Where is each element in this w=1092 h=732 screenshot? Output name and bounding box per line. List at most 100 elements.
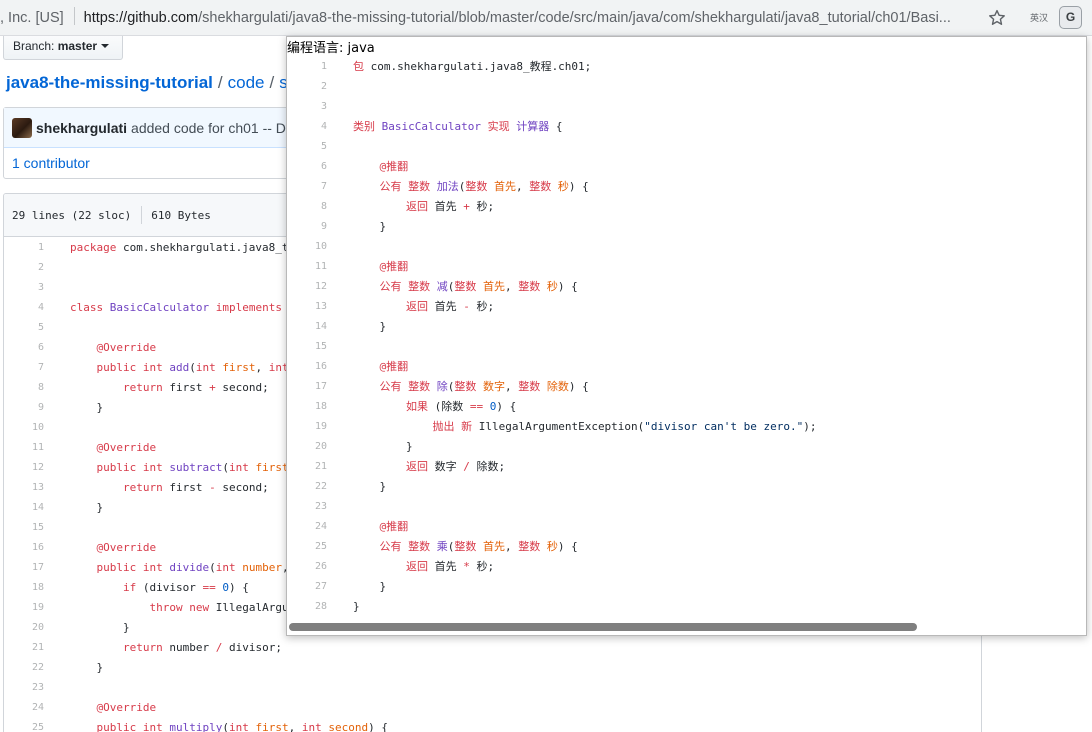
line-number[interactable]: 8 (320, 201, 327, 212)
line-number[interactable]: 11 (314, 261, 327, 272)
line-number[interactable]: 2 (320, 81, 327, 92)
profile-icon[interactable]: G (1059, 6, 1082, 29)
breadcrumb-code-link[interactable]: code (227, 73, 265, 92)
code-token (353, 420, 432, 433)
code-token: ); (803, 420, 817, 433)
line-number[interactable]: 15 (31, 522, 44, 533)
code-token: public (96, 561, 137, 574)
code-line: 15 (4, 518, 981, 538)
line-number[interactable]: 3 (320, 101, 327, 112)
line-number[interactable]: 18 (314, 401, 327, 412)
contributors-link[interactable]: 1 contributor (12, 155, 90, 171)
line-number[interactable]: 7 (37, 362, 44, 373)
line-number[interactable]: 17 (31, 562, 44, 573)
line-number[interactable]: 18 (31, 582, 44, 593)
code-token: IllegalArgumentException( (472, 420, 645, 433)
line-number[interactable]: 24 (314, 521, 327, 532)
line-number[interactable]: 9 (320, 221, 327, 232)
star-icon[interactable] (987, 8, 1007, 28)
line-number[interactable]: 11 (31, 442, 44, 453)
line-number[interactable]: 22 (314, 481, 327, 492)
line-number[interactable]: 12 (31, 462, 44, 473)
line-number[interactable]: 1 (320, 61, 327, 72)
code-token: + (463, 200, 470, 213)
code-token: } (353, 440, 413, 453)
breadcrumb-src-link[interactable]: s (279, 73, 288, 92)
code-line: 12 public int subtract(int first (4, 458, 981, 478)
line-number[interactable]: 24 (31, 702, 44, 713)
code-token (353, 260, 380, 273)
line-number[interactable]: 17 (314, 381, 327, 392)
line-number[interactable]: 16 (31, 542, 44, 553)
line-number[interactable]: 20 (31, 622, 44, 633)
omnibox[interactable]: , Inc. [US]https://github.com/shekhargul… (0, 0, 951, 36)
code-token (353, 200, 406, 213)
line-number[interactable]: 27 (314, 581, 327, 592)
code-text: } (353, 437, 413, 457)
line-number[interactable]: 8 (37, 382, 44, 393)
line-number[interactable]: 10 (31, 422, 44, 433)
translated-code-line: 9 } (287, 217, 1086, 237)
code-token: BasicCalculator (109, 301, 210, 314)
line-number[interactable]: 26 (314, 561, 327, 572)
code-token: 包 (353, 60, 364, 73)
line-number[interactable]: 9 (37, 402, 44, 413)
line-number[interactable]: 28 (314, 601, 327, 612)
commit-message[interactable]: added code for ch01 -- De (131, 120, 294, 136)
code-token (430, 280, 437, 293)
code-token: } (70, 401, 104, 414)
line-number[interactable]: 12 (314, 281, 327, 292)
avatar[interactable] (12, 118, 32, 138)
code-token (540, 280, 547, 293)
translate-extension-icon[interactable]: 英汉 (1030, 14, 1049, 24)
line-number[interactable]: 23 (31, 682, 44, 693)
line-number[interactable]: 3 (37, 282, 44, 293)
line-number[interactable]: 19 (314, 421, 327, 432)
line-number[interactable]: 4 (320, 121, 327, 132)
code-token (353, 540, 380, 553)
code-text: @推翻 (353, 157, 409, 177)
line-number[interactable]: 5 (320, 141, 327, 152)
line-number[interactable]: 25 (31, 722, 44, 732)
line-number[interactable]: 13 (314, 301, 327, 312)
scrollbar-thumb[interactable] (289, 623, 917, 631)
line-number[interactable]: 6 (320, 161, 327, 172)
line-number[interactable]: 23 (314, 501, 327, 512)
line-number[interactable]: 14 (31, 502, 44, 513)
line-number[interactable]: 6 (37, 342, 44, 353)
code-token: { (549, 120, 563, 133)
line-number[interactable]: 7 (320, 181, 327, 192)
line-number[interactable]: 22 (31, 662, 44, 673)
line-number[interactable]: 21 (314, 461, 327, 472)
line-number[interactable]: 14 (314, 321, 327, 332)
line-number[interactable]: 10 (314, 241, 327, 252)
line-number[interactable]: 19 (31, 602, 44, 613)
code-text: class BasicCalculator implements (70, 298, 282, 318)
line-number[interactable]: 1 (37, 242, 44, 253)
code-line: 23 (4, 678, 981, 698)
breadcrumb-repo-link[interactable]: java8-the-missing-tutorial (6, 73, 213, 92)
line-number[interactable]: 21 (31, 642, 44, 653)
commit-author[interactable]: shekhargulati (36, 120, 128, 136)
code-text: 抛出 新 IllegalArgumentException("divisor c… (353, 417, 817, 437)
code-text: package com.shekhargulati.java8_t (70, 238, 289, 258)
code-token (70, 701, 97, 714)
code-token (70, 721, 97, 732)
ev-certificate-org[interactable]: , Inc. [US] (0, 10, 64, 26)
branch-selector-button[interactable]: Branch: master (3, 36, 123, 60)
line-number[interactable]: 15 (314, 341, 327, 352)
code-token: public (96, 721, 137, 732)
code-token (430, 540, 437, 553)
line-number[interactable]: 13 (31, 482, 44, 493)
code-token: ) { (568, 180, 589, 193)
line-number[interactable]: 4 (37, 302, 44, 313)
code-token: return (122, 381, 163, 394)
line-number[interactable]: 2 (37, 262, 44, 273)
line-number[interactable]: 20 (314, 441, 327, 452)
line-number[interactable]: 16 (314, 361, 327, 372)
line-number[interactable]: 25 (314, 541, 327, 552)
code-text: if (divisor == 0) { (70, 578, 249, 598)
horizontal-scrollbar[interactable] (287, 622, 1086, 632)
line-number[interactable]: 5 (37, 322, 44, 333)
code-text: } (353, 217, 386, 237)
